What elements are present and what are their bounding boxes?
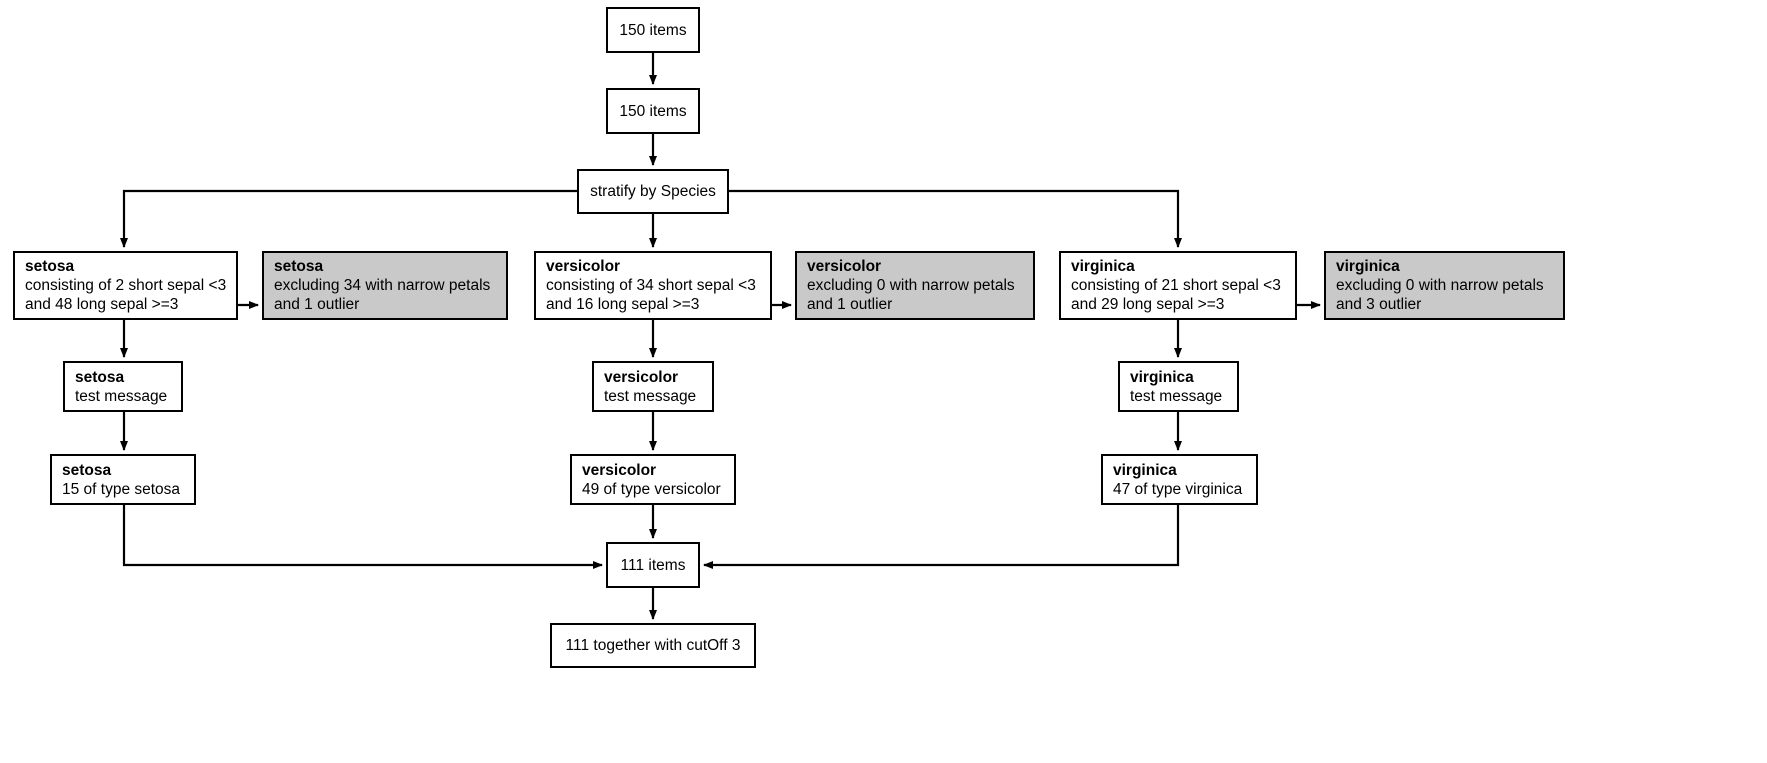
node-title: virginica (1130, 368, 1194, 386)
node-line: 150 items (619, 21, 687, 39)
edge-setosa-count-to-total (122, 505, 603, 569)
node-total-with-cutoff[interactable]: 111 together with cutOff 3 (550, 623, 756, 668)
node-start-items[interactable]: 150 items (606, 7, 700, 53)
node-line: and 1 outlier (274, 296, 360, 313)
node-line: 111 together with cutOff 3 (565, 637, 741, 654)
node-title: virginica (1113, 461, 1177, 479)
node-line: test message (1130, 387, 1223, 405)
node-setosa-included[interactable]: setosa consisting of 2 short sepal <3 and … (13, 251, 238, 320)
node-title: virginica (1071, 258, 1135, 275)
node-line: 150 items (619, 102, 687, 120)
node-title: setosa (62, 461, 112, 479)
node-title: setosa (75, 368, 125, 386)
node-title: setosa (25, 258, 75, 275)
node-stratify-by-species[interactable]: stratify by Species (577, 169, 729, 214)
node-line: 15 of type setosa (62, 480, 181, 498)
node-line: consisting of 34 short sepal <3 (546, 277, 756, 294)
node-line: consisting of 2 short sepal <3 (25, 277, 227, 294)
node-title: versicolor (604, 368, 679, 386)
node-setosa-excluded[interactable]: setosa excluding 34 with narrow petals and… (262, 251, 508, 320)
edge-stratify-to-virginica (729, 189, 1182, 248)
node-line: and 48 long sepal >=3 (25, 296, 179, 313)
node-line: test message (75, 387, 168, 405)
node-virginica-excluded[interactable]: virginica excluding 0 with narrow petals a… (1324, 251, 1565, 320)
node-line: and 16 long sepal >=3 (546, 296, 700, 313)
node-total-items[interactable]: 111 items (606, 542, 700, 588)
node-second-items[interactable]: 150 items (606, 88, 700, 134)
edge-virginica-count-to-total (703, 505, 1180, 569)
node-line: and 3 outlier (1336, 296, 1422, 313)
node-line: stratify by Species (590, 183, 716, 200)
node-versicolor-excluded[interactable]: versicolor excluding 0 with narrow petals… (795, 251, 1035, 320)
node-line: excluding 0 with narrow petals (1336, 277, 1544, 294)
node-title: versicolor (582, 461, 657, 479)
node-line: and 1 outlier (807, 296, 893, 313)
node-line: 111 items (620, 556, 686, 574)
node-line: test message (604, 387, 697, 405)
node-title: virginica (1336, 258, 1400, 275)
node-title: versicolor (546, 258, 621, 275)
node-line: excluding 0 with narrow petals (807, 277, 1015, 294)
node-line: 47 of type virginica (1113, 480, 1243, 498)
node-line: consisting of 21 short sepal <3 (1071, 277, 1281, 294)
edge-stratify-to-setosa (120, 189, 577, 248)
node-line: excluding 34 with narrow petals (274, 277, 491, 294)
node-title: setosa (274, 258, 324, 275)
node-versicolor-included[interactable]: versicolor consisting of 34 short sepal <… (534, 251, 772, 320)
node-line: 49 of type versicolor (582, 480, 721, 498)
node-line: and 29 long sepal >=3 (1071, 296, 1225, 313)
node-title: versicolor (807, 258, 882, 275)
node-virginica-included[interactable]: virginica consisting of 21 short sepal <3… (1059, 251, 1297, 320)
